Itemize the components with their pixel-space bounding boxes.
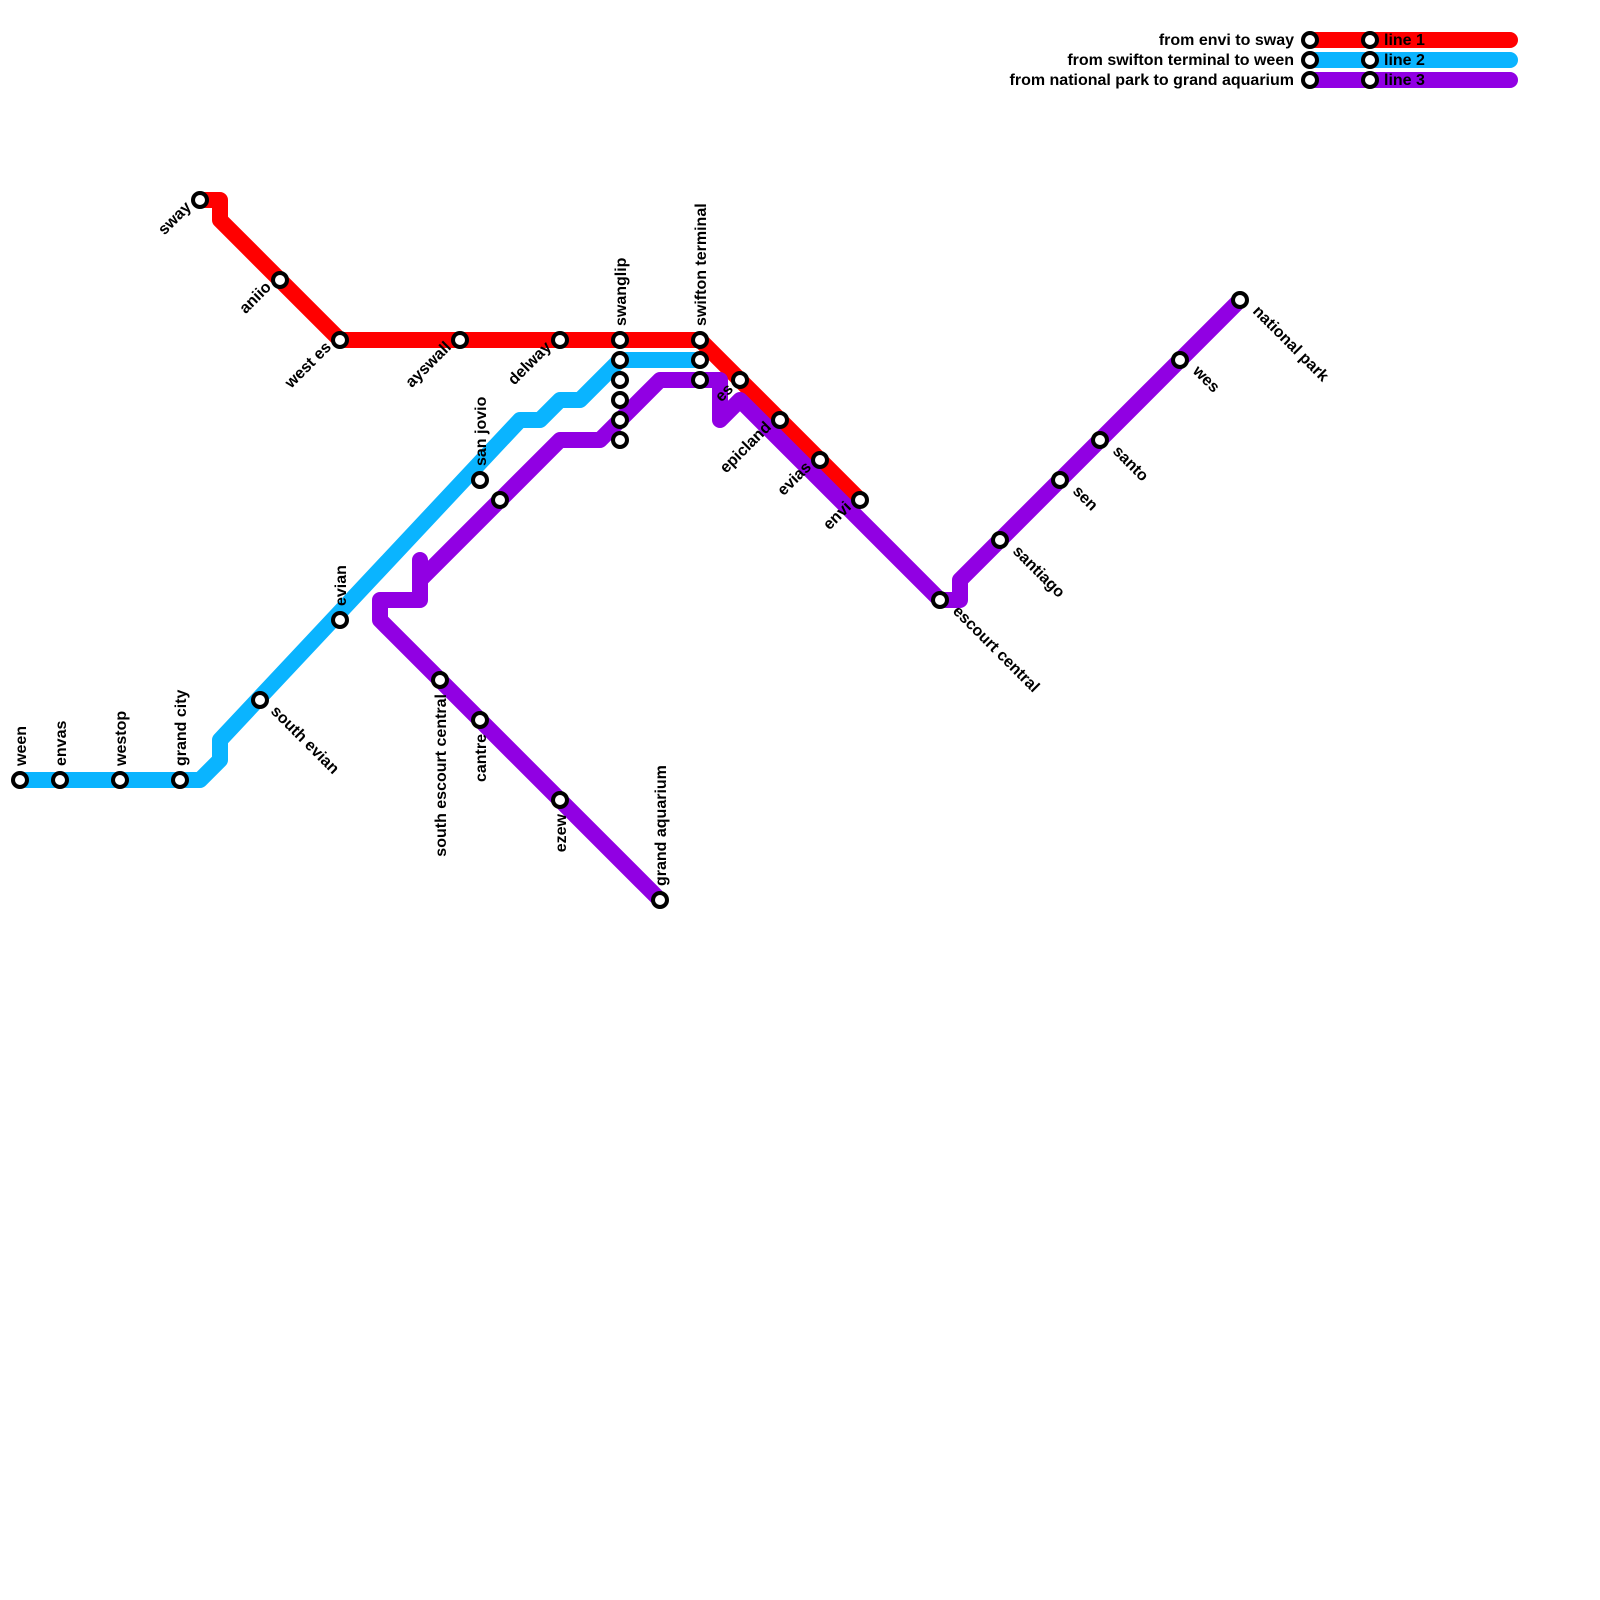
legend-name-line-1: line 1 [1384,32,1425,49]
station-label-santiago: santiago [1009,543,1068,602]
legend-name-line-2: line 2 [1384,52,1425,69]
legend-direction-line-1: from envi to sway [1159,32,1294,49]
station-marker[interactable] [991,531,1009,549]
station-marker[interactable] [451,331,469,349]
station-marker[interactable] [651,891,669,909]
legend-marker-end [1361,31,1379,49]
station-marker[interactable] [471,711,489,729]
station-label-swifton-terminal: swifton terminal [693,203,710,326]
station-marker[interactable] [331,331,349,349]
station-label-south-escourt-central: south escourt central [433,694,450,857]
station-marker[interactable] [431,671,449,689]
station-label-envas: envas [53,721,70,766]
station-marker[interactable] [111,771,129,789]
legend-name-line-3: line 3 [1384,72,1425,89]
station-label-swanglip: swanglip [613,257,630,326]
route-line-2 [12,352,708,788]
station-marker[interactable] [611,411,629,429]
station-marker[interactable] [691,351,709,369]
station-label-cantre: cantre [473,734,490,782]
station-label-westop: westop [113,711,130,767]
legend: from envi to sway line 1 from swifton te… [1010,31,1518,89]
station-marker[interactable] [191,191,209,209]
station-marker[interactable] [471,471,489,489]
station-marker[interactable] [51,771,69,789]
route-line-1 [192,192,868,508]
station-label-aniio: aniio [236,279,275,318]
station-marker[interactable] [491,491,509,509]
legend-marker-start [1301,71,1319,89]
station-label-ezew: ezew [553,813,570,852]
station-label-grand-city: grand city [173,689,190,766]
station-label-san-jovio: san jovio [473,396,490,466]
legend-item-line-2: from swifton terminal to ween line 2 [1067,51,1518,69]
station-marker[interactable] [691,331,709,349]
routes [12,192,1248,908]
station-marker[interactable] [811,451,829,469]
legend-marker-start [1301,31,1319,49]
station-label-ween: ween [13,726,30,767]
station-label-sen: sen [1069,483,1101,515]
station-labels: sway aniio west es ayswall delway swangl… [13,199,1332,886]
legend-item-line-1: from envi to sway line 1 [1159,31,1518,49]
station-label-national-park: national park [1249,303,1332,386]
station-label-epicland: epicland [717,419,775,477]
station-marker[interactable] [851,491,869,509]
station-marker[interactable] [171,771,189,789]
station-marker[interactable] [771,411,789,429]
station-label-escourt-central: escourt central [949,603,1042,696]
station-marker[interactable] [1051,471,1069,489]
station-marker[interactable] [1231,291,1249,309]
legend-direction-line-2: from swifton terminal to ween [1067,52,1294,69]
station-marker[interactable] [551,791,569,809]
legend-marker-end [1361,51,1379,69]
station-marker[interactable] [611,431,629,449]
station-marker[interactable] [611,391,629,409]
station-label-santo: santo [1109,443,1151,485]
legend-marker-start [1301,51,1319,69]
legend-direction-line-3: from national park to grand aquarium [1010,72,1294,89]
station-marker[interactable] [931,591,949,609]
stations [11,191,1249,909]
station-marker[interactable] [611,331,629,349]
station-marker[interactable] [1171,351,1189,369]
station-marker[interactable] [611,371,629,389]
station-marker[interactable] [271,271,289,289]
route-line-3 [372,292,1248,908]
station-marker[interactable] [691,371,709,389]
station-marker[interactable] [1091,431,1109,449]
station-label-wes: wes [1188,362,1222,396]
station-marker[interactable] [551,331,569,349]
station-marker[interactable] [611,351,629,369]
station-label-sway: sway [155,199,195,239]
station-marker[interactable] [11,771,29,789]
station-marker[interactable] [251,691,269,709]
station-label-evian: evian [333,565,350,606]
station-label-west-es: west es [281,339,335,393]
station-label-grand-aquarium: grand aquarium [653,765,670,886]
station-marker[interactable] [331,611,349,629]
station-marker[interactable] [731,371,749,389]
station-label-south-evian: south evian [267,703,342,778]
legend-marker-end [1361,71,1379,89]
legend-item-line-3: from national park to grand aquarium lin… [1010,71,1518,89]
